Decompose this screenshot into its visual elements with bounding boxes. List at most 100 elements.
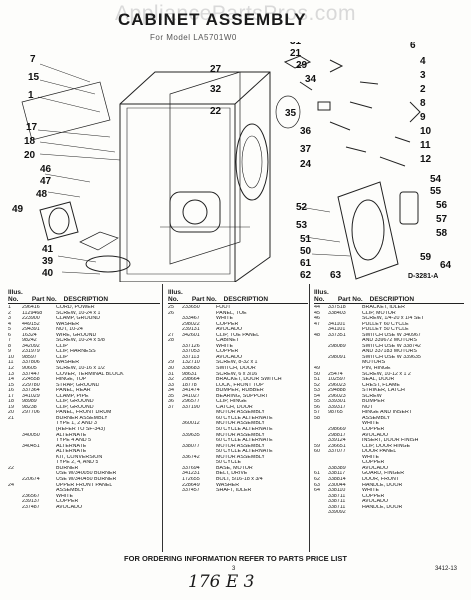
part-no: 337190 xyxy=(182,404,200,410)
part-description: SCREW, 10-12 x 1 2 xyxy=(362,371,411,377)
part-no: 342092 xyxy=(22,343,40,349)
part-no: 337806 xyxy=(22,360,40,366)
part-no: 341474 xyxy=(182,388,200,394)
part-no: 98238 xyxy=(22,404,37,410)
part-no: 337351 xyxy=(328,332,346,338)
part-no: 236567 xyxy=(22,493,40,499)
part-no: 337694 xyxy=(182,465,200,471)
part-description: BEARING, SUPPORT xyxy=(216,393,269,399)
illus-no: 47 xyxy=(314,321,320,327)
part-no: 233650 xyxy=(182,305,200,310)
callout-label: 48 xyxy=(36,189,48,200)
table-row: 50 CYCLE ALTERNATE xyxy=(168,427,308,433)
illus-no: 63 xyxy=(314,482,320,488)
part-description: CLIP xyxy=(56,343,68,349)
part-no: 338711 xyxy=(328,504,346,510)
illus-no: 35 xyxy=(168,393,174,399)
part-description: ASSEMBLY xyxy=(56,488,85,494)
illus-no: 49 xyxy=(314,366,320,372)
part-no: 338711 xyxy=(328,493,346,499)
part-description: COVER, TERMINAL BLOCK xyxy=(56,371,124,377)
rear-panel xyxy=(169,71,241,265)
part-description: 60 CYCLE ALTERNATE xyxy=(216,415,273,421)
part-no: 298091 xyxy=(328,354,346,360)
callout-label: 29 xyxy=(296,60,308,71)
callout-label: 31 xyxy=(290,42,302,47)
part-no: 90605 xyxy=(22,366,37,372)
part-description: WHITE xyxy=(56,493,74,499)
illus-no: 34 xyxy=(168,388,174,394)
part-description: DOOR PANEL xyxy=(362,449,397,455)
part-no: 342601 xyxy=(182,332,200,338)
table-row: TYPE 1, 2 AND 3 xyxy=(8,421,160,427)
callout-label: 64 xyxy=(440,260,452,271)
callout-label: 22 xyxy=(210,106,222,117)
part-description: CABINET xyxy=(216,338,239,344)
part-description: HANDLE, DOOR xyxy=(362,504,403,510)
part-description: COPPER xyxy=(362,460,385,466)
table-row: ALTERNATE xyxy=(8,449,160,455)
callout-label: D-3281-A xyxy=(408,273,438,280)
drive-belt xyxy=(85,255,131,273)
callout-label: 17 xyxy=(26,122,38,133)
part-description: COPPER xyxy=(56,499,79,505)
part-description: CLAMP, PIPE xyxy=(56,393,89,399)
illus-no: 58 xyxy=(314,415,320,421)
part-no: 237487 xyxy=(22,504,40,510)
part-no: 333467 xyxy=(182,316,200,322)
table-row: 50 CYCLE xyxy=(168,460,308,466)
part-no: 341029 xyxy=(22,393,40,399)
part-description: SCREW xyxy=(362,393,382,399)
part-no: 224558 xyxy=(22,377,40,383)
part-description: COPPER xyxy=(362,493,385,499)
part-description: BRACKET, IDLER xyxy=(362,305,405,310)
illus-no: 20 xyxy=(8,410,14,416)
illus-no: 53 xyxy=(314,388,320,394)
part-description: MOTOR ASSEMBLY xyxy=(216,410,265,416)
part-description: KIT, CONVERSION xyxy=(56,454,103,460)
callout-label: 49 xyxy=(12,204,24,215)
illus-no: 8 xyxy=(8,343,11,349)
table-row: KIT, CONVERSION xyxy=(8,455,160,461)
part-description: AVOCADO xyxy=(362,432,389,438)
callout-label: 7 xyxy=(30,54,36,65)
part-no: 230044 xyxy=(328,482,346,488)
table-row: WHITE xyxy=(314,421,464,427)
page-number: 3 xyxy=(232,566,236,572)
table-row: MOTOR ASSEMBLY xyxy=(168,410,308,416)
table-header: Illus. No. Part No. DESCRIPTION xyxy=(8,289,160,304)
part-no: 223900 xyxy=(22,316,40,322)
illus-no: 2 xyxy=(8,310,11,316)
part-no: 98242 xyxy=(22,338,37,344)
part-description: CLIP, GROUND xyxy=(56,399,94,405)
illus-no: 29 xyxy=(168,360,174,366)
part-description: CLIP, MOTOR xyxy=(362,310,396,316)
table-row: 8 342092 CLIP xyxy=(8,344,160,350)
part-no: 298022 xyxy=(182,321,200,327)
table-row: ASSEMBLY xyxy=(8,488,160,494)
illus-no: 52 xyxy=(314,382,320,388)
callout-label: 8 xyxy=(420,98,426,109)
